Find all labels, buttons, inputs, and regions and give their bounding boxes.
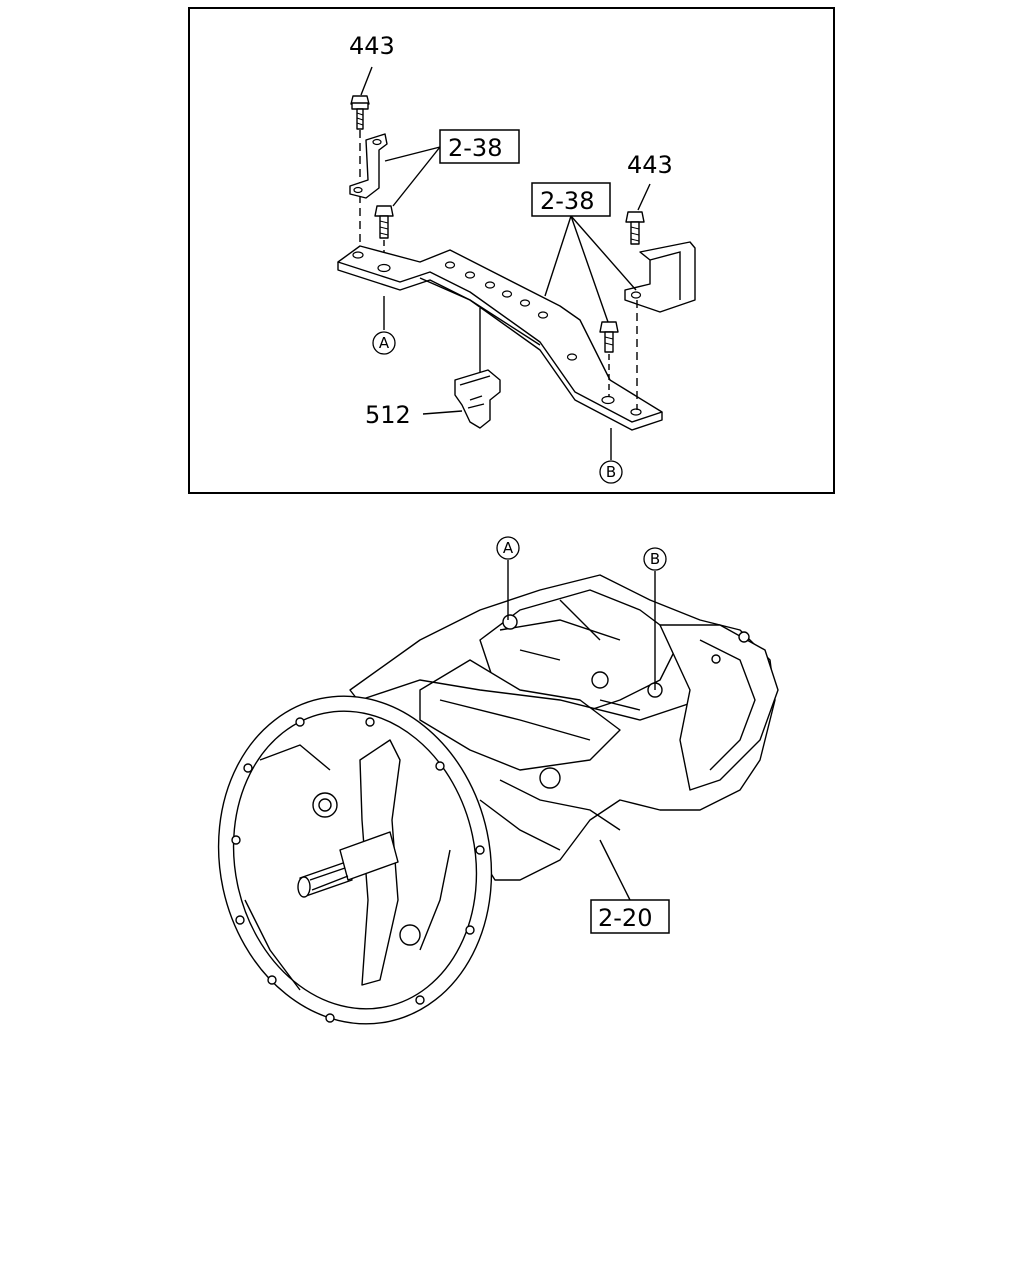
bolt-small-right — [599, 321, 619, 396]
bracket-right — [624, 241, 696, 410]
locator-a-main: A — [496, 536, 520, 560]
boxed-label-2-20: 2-20 — [598, 904, 652, 932]
callout-443-right: 443 — [627, 151, 673, 179]
callout-443-top: 443 — [349, 32, 395, 60]
bolt-443-right — [625, 183, 651, 245]
crossmember — [337, 245, 663, 460]
ref-box-2-38-left: 2-38 — [384, 129, 520, 207]
locator-b-detail: B — [599, 460, 623, 484]
ref-box-2-38-right: 2-38 — [531, 182, 637, 323]
leader-2-20 — [599, 839, 631, 901]
detail-frame — [188, 7, 835, 494]
locator-b-detail-label: B — [606, 463, 616, 481]
locator-a-detail: A — [372, 331, 396, 355]
ref-box-2-20: 2-20 — [590, 899, 670, 934]
clip-512 — [422, 369, 501, 429]
locator-a-detail-label: A — [379, 334, 390, 352]
callout-512: 512 — [365, 401, 411, 429]
boxed-label-2-38-right: 2-38 — [540, 187, 594, 215]
locator-b-main-label: B — [650, 550, 660, 568]
locator-b-main: B — [643, 547, 667, 571]
bracket-left — [349, 133, 388, 199]
boxed-label-2-38-left: 2-38 — [448, 134, 502, 162]
transmission-assembly — [217, 574, 779, 1025]
locator-a-main-label: A — [503, 539, 514, 557]
